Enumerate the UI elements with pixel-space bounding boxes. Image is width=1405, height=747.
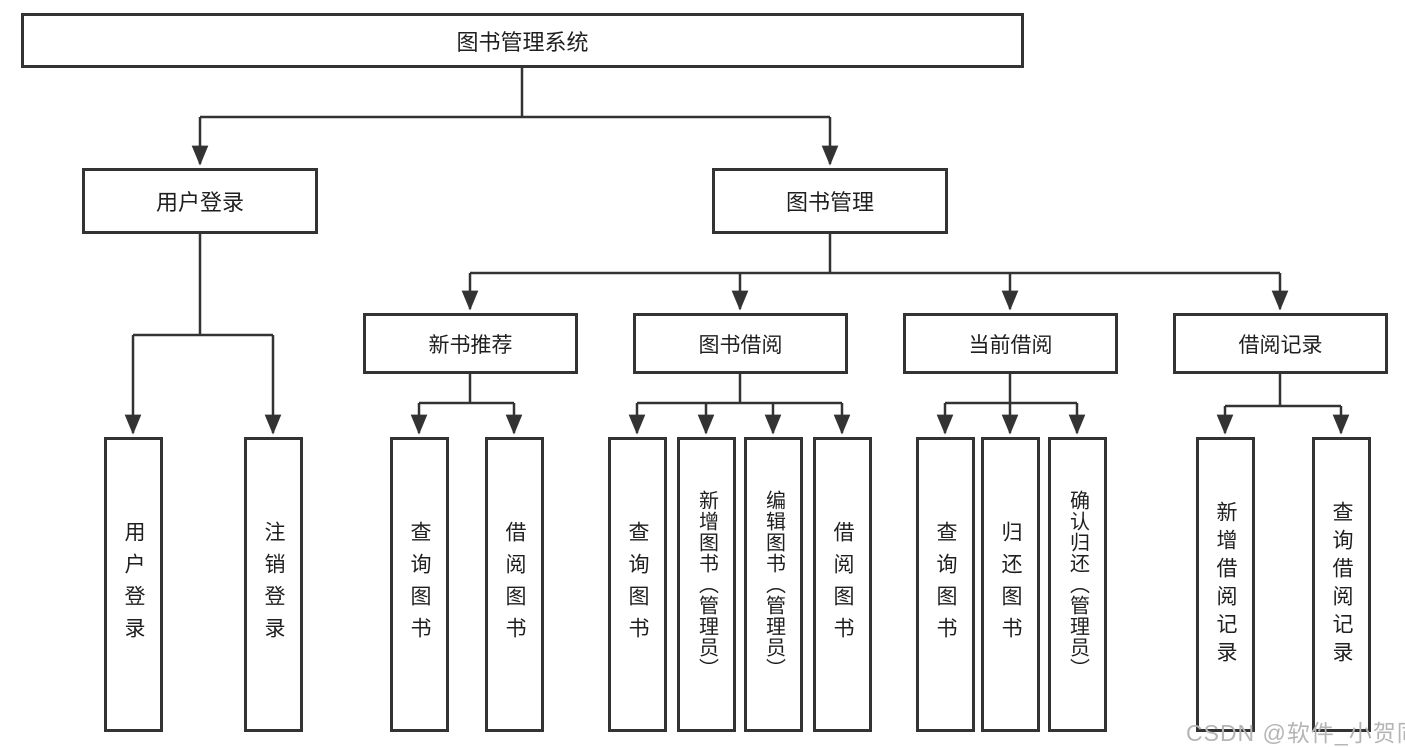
leaf-label: 查询图书: [408, 520, 431, 649]
leaf-records-query-record: 查询借阅记录: [1312, 437, 1371, 732]
leaf-borrow-borrow-books: 借阅图书: [813, 437, 872, 732]
node-current-borrow: 当前借阅: [903, 313, 1118, 374]
leaf-label: 注销登录: [262, 520, 285, 649]
node-label: 图书管理: [785, 190, 874, 215]
leaf-records-add-record: 新增借阅记录: [1196, 437, 1255, 732]
leaf-label: 借阅图书: [503, 520, 526, 649]
node-user-login: 用户登录: [82, 168, 318, 234]
leaf-label: 用户登录: [122, 520, 145, 649]
node-library-management-system: 图书管理系统: [21, 13, 1024, 68]
csdn-watermark: CSDN @软件_小贺同学: [1186, 720, 1405, 746]
leaf-label: 编辑图书（管理员）: [762, 490, 785, 679]
leaf-label: 查询借阅记录: [1330, 500, 1353, 669]
leaf-borrow-query-books: 查询图书: [608, 437, 667, 732]
leaf-current-query-books: 查询图书: [916, 437, 975, 732]
node-label: 新书推荐: [428, 333, 513, 357]
leaf-label: 查询图书: [934, 520, 957, 649]
node-label: 借阅记录: [1238, 333, 1323, 357]
leaf-borrow-edit-books-admin: 编辑图书（管理员）: [744, 437, 803, 732]
node-label: 用户登录: [155, 190, 244, 215]
leaf-current-return-books: 归还图书: [981, 437, 1040, 732]
leaf-label: 查询图书: [626, 520, 649, 649]
leaf-newbook-borrow-books: 借阅图书: [485, 437, 544, 732]
node-new-book-recommend: 新书推荐: [363, 313, 578, 374]
node-label: 当前借阅: [968, 333, 1053, 357]
leaf-label: 新增图书（管理员）: [695, 490, 718, 679]
node-label: 图书管理系统: [456, 29, 589, 55]
node-book-borrow: 图书借阅: [633, 313, 848, 374]
leaf-borrow-add-books-admin: 新增图书（管理员）: [677, 437, 736, 732]
leaf-label: 归还图书: [999, 520, 1022, 649]
leaf-current-confirm-return-admin: 确认归还（管理员）: [1048, 437, 1107, 732]
leaf-newbook-query-books: 查询图书: [390, 437, 449, 732]
leaf-logout: 注销登录: [244, 437, 303, 732]
leaf-user-login: 用户登录: [104, 437, 163, 732]
leaf-label: 新增借阅记录: [1214, 500, 1237, 669]
node-label: 图书借阅: [698, 333, 783, 357]
leaf-label: 确认归还（管理员）: [1066, 490, 1089, 679]
node-book-management: 图书管理: [712, 168, 948, 234]
node-borrow-records: 借阅记录: [1173, 313, 1388, 374]
leaf-label: 借阅图书: [831, 520, 854, 649]
